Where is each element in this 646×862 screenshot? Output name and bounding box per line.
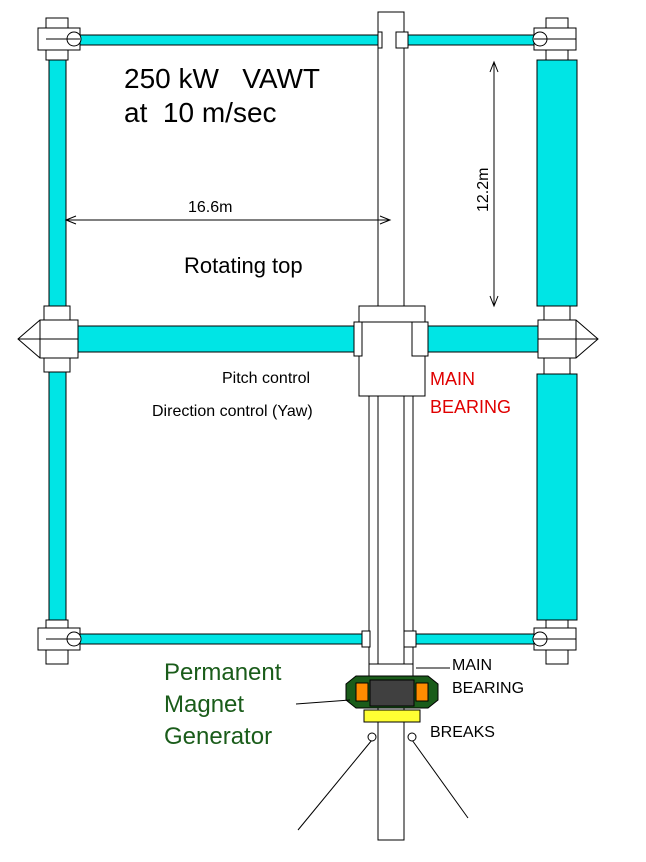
support-legs — [297, 732, 469, 831]
mast-lower-inner — [377, 395, 405, 841]
height-dimension-label: 12.2m — [475, 168, 492, 212]
left-bottom-joint — [37, 619, 82, 665]
main-bearing-bottom-label-line1: MAIN — [452, 657, 492, 674]
bottom-arm-clamp-left — [361, 630, 371, 648]
generator-label-line3: Generator — [164, 723, 272, 750]
main-bearing-top-label-line1: MAIN — [430, 369, 475, 389]
left-blade-lower — [48, 371, 67, 621]
pitch-control-label: Pitch control — [222, 370, 310, 387]
generator-label-line1: Permanent — [164, 659, 282, 686]
bottom-arm-right — [413, 633, 539, 645]
left-top-joint — [37, 17, 82, 61]
title-line1: 250 kW VAWT — [124, 63, 320, 94]
middle-arm-clamp-left — [353, 321, 363, 357]
top-arm-right — [403, 34, 539, 46]
right-top-joint — [532, 17, 577, 61]
bottom-arm-left — [77, 633, 367, 645]
top-arm-clamp-right — [395, 31, 409, 49]
middle-arm-clamp-right — [411, 321, 429, 357]
right-blade-lower — [536, 373, 578, 621]
width-dimension-line — [64, 215, 392, 225]
main-bearing-top-label-line2: BEARING — [430, 397, 511, 417]
breaks-label: BREAKS — [430, 724, 495, 741]
main-bearing-bottom-label-line2: BEARING — [452, 680, 524, 697]
direction-control-label: Direction control (Yaw) — [152, 403, 313, 420]
middle-arm-left — [77, 325, 359, 353]
generator-leader — [295, 699, 351, 705]
width-dimension-label: 16.6m — [188, 199, 232, 216]
top-arm-left — [77, 34, 379, 46]
left-blade-upper — [48, 59, 67, 307]
top-arm-clamp-left — [377, 31, 383, 49]
rotating-top-label: Rotating top — [184, 253, 303, 278]
left-middle-joint — [17, 305, 79, 373]
middle-arm-right — [427, 325, 539, 353]
right-blade-upper — [536, 59, 578, 307]
generator-label-line2: Magnet — [164, 691, 244, 718]
mast-upper — [377, 11, 405, 309]
height-dimension-line — [489, 60, 499, 308]
title-line2: at 10 m/sec — [124, 97, 277, 128]
permanent-magnet-generator — [345, 675, 439, 709]
right-bottom-joint — [532, 619, 577, 665]
brake-disc — [363, 709, 421, 723]
right-middle-joint — [537, 305, 599, 375]
bottom-arm-clamp-right — [403, 630, 417, 648]
